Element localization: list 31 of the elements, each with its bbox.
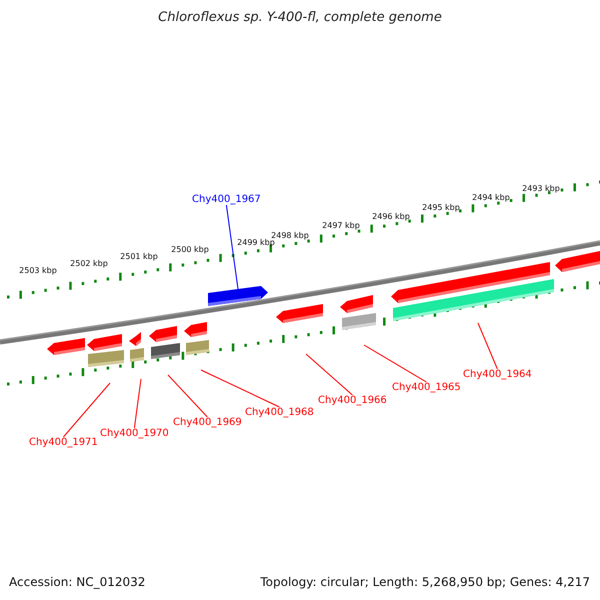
tick-label: 2502 kbp <box>69 259 109 268</box>
leader-line <box>62 382 110 438</box>
gene-label: Chy400_1968 <box>245 407 314 418</box>
leader-line <box>364 344 427 382</box>
tick-label: 2498 kbp <box>271 231 310 240</box>
leader-line <box>134 378 142 428</box>
gene-label: Chy400_1967 <box>192 194 261 205</box>
tick-label: 2497 kbp <box>321 221 361 230</box>
gene-label: Chy400_1964 <box>463 369 532 380</box>
gene-arrow <box>208 286 268 306</box>
tick-label: 2503 kbp <box>18 266 58 275</box>
title: Chloroflexus sp. Y-400-fl, complete genome <box>157 10 443 25</box>
gene-label: Chy400_1971 <box>29 437 98 448</box>
leader-line <box>306 354 353 396</box>
leader-line <box>226 204 238 290</box>
tick-label: 2499 kbp <box>236 238 275 247</box>
gene-label: Chy400_1969 <box>173 417 242 428</box>
tick-label: 2501 kbp <box>119 252 159 261</box>
leader-line <box>200 370 280 408</box>
gene-label: Chy400_1966 <box>318 395 387 406</box>
gene-label: Chy400_1970 <box>100 428 169 439</box>
tick-label: 2493 kbp <box>521 184 561 193</box>
leader-line <box>478 322 498 370</box>
tick-label: 2494 kbp <box>471 193 511 202</box>
footer-text: Accession: NC_012032 <box>9 575 146 589</box>
tick-label: 2500 kbp <box>170 245 210 254</box>
gene-label: Chy400_1965 <box>392 382 461 393</box>
footer-text: Topology: circular; Length: 5,268,950 bp; Genes: 4,217 <box>260 575 590 589</box>
tick-label: 2495 kbp <box>421 203 461 212</box>
tick-label: 2496 kbp <box>371 212 411 221</box>
leader-line <box>168 374 208 418</box>
